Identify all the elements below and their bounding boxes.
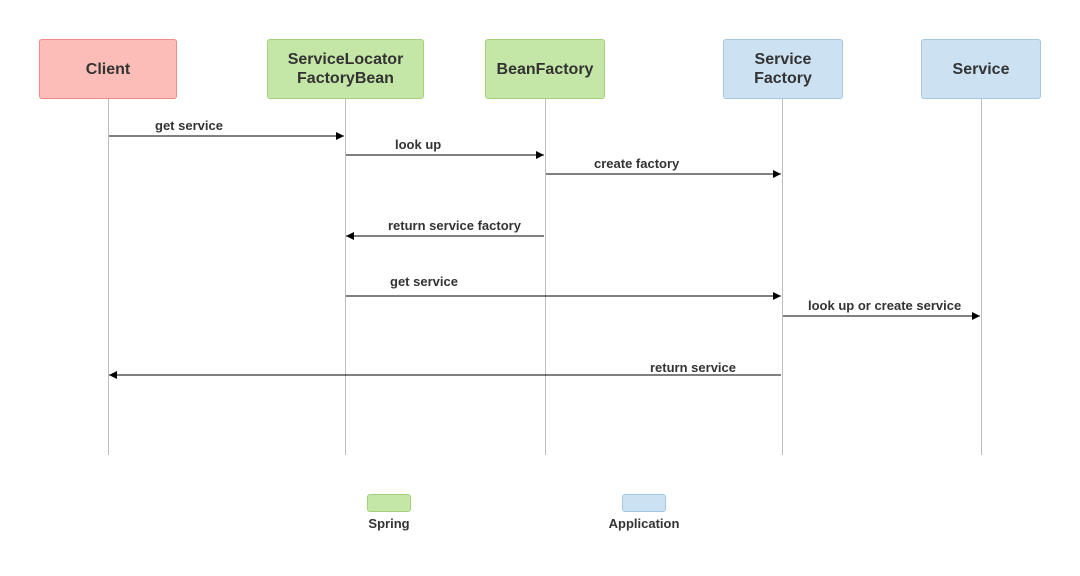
participant-service: Service [921, 39, 1041, 99]
legend-spring-swatch [367, 494, 411, 512]
message-label-create-factory: create factory [594, 156, 680, 171]
participant-service-factory: Service Factory [723, 39, 843, 99]
message-label-look-up: look up [395, 137, 442, 152]
message-label-look-up-or-create-service: look up or create service [808, 298, 962, 313]
legend-application-swatch [622, 494, 666, 512]
participant-beanfactory: BeanFactory [485, 39, 605, 99]
participant-client: Client [39, 39, 177, 99]
lifeline-servicelocator-factorybean [345, 98, 346, 455]
legend-spring-label: Spring [368, 516, 410, 531]
message-label-return-service-factory: return service factory [388, 218, 521, 233]
message-label-get-service-2: get service [390, 274, 458, 289]
lifeline-service [981, 98, 982, 455]
lifeline-client [108, 98, 109, 455]
participant-servicelocator-factorybean: ServiceLocator FactoryBean [267, 39, 424, 99]
legend-application-label: Application [608, 516, 680, 531]
lifeline-service-factory [782, 98, 783, 455]
message-label-get-service: get service [155, 118, 223, 133]
lifeline-beanfactory [545, 98, 546, 455]
message-label-return-service: return service [650, 360, 736, 375]
